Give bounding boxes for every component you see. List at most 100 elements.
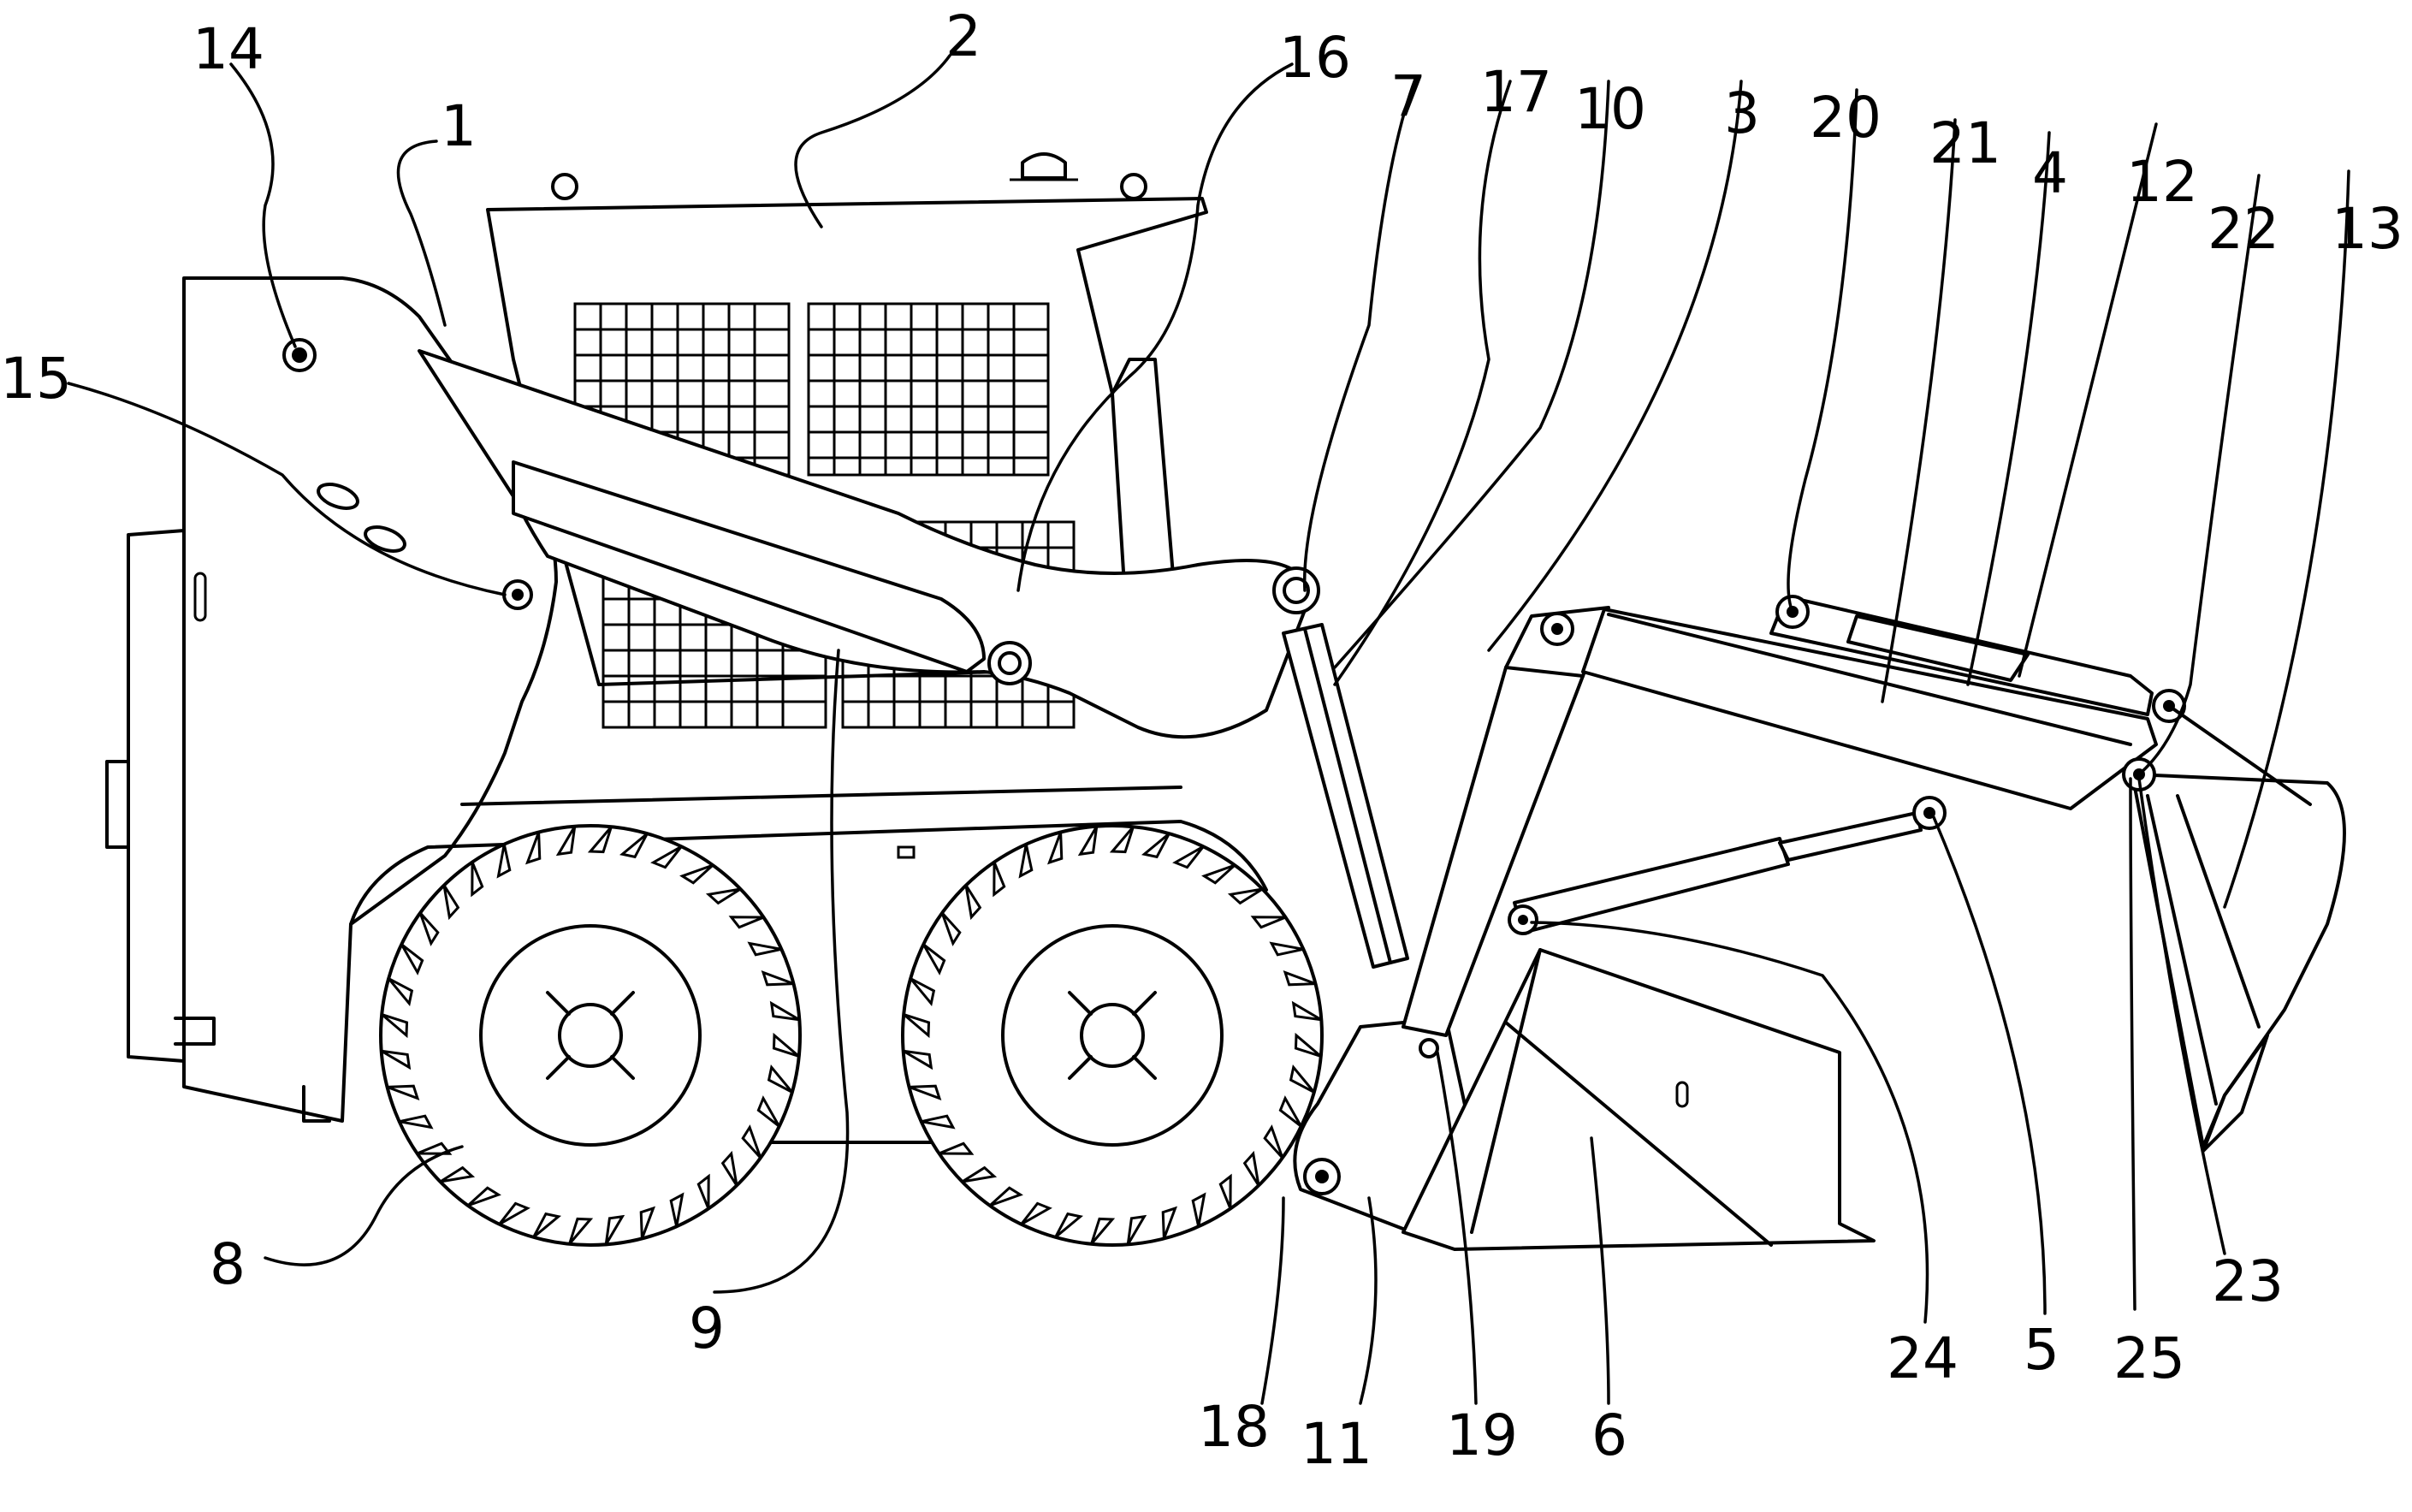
backhoe-boom bbox=[1402, 606, 1610, 1037]
tread-tooth bbox=[1161, 1206, 1178, 1239]
tread-tooth bbox=[639, 1206, 656, 1239]
label-17: 17 bbox=[1480, 59, 1552, 125]
tread-tooth bbox=[964, 884, 982, 921]
front-wheel-tread bbox=[902, 825, 1323, 1246]
tread-tooth bbox=[1278, 1095, 1303, 1128]
tread-tooth bbox=[728, 916, 765, 929]
reference-labels: 14 1 2 15 16 7 17 10 3 20 21 4 12 22 13 … bbox=[0, 3, 2403, 1477]
tread-tooth bbox=[1242, 1150, 1260, 1187]
tread-tooth bbox=[705, 887, 742, 905]
tread-tooth bbox=[772, 1032, 800, 1058]
tread-tooth bbox=[1283, 969, 1316, 987]
label-4: 4 bbox=[2032, 140, 2068, 206]
tread-tooth bbox=[767, 1064, 793, 1094]
tread-tooth bbox=[650, 845, 683, 869]
label-13: 13 bbox=[2332, 196, 2403, 262]
label-19: 19 bbox=[1446, 1402, 1518, 1468]
tread-tooth bbox=[909, 1084, 942, 1101]
tread-tooth bbox=[1172, 845, 1205, 869]
tread-tooth bbox=[1054, 1212, 1084, 1238]
tread-tooth bbox=[418, 911, 440, 946]
label-22: 22 bbox=[2208, 196, 2279, 262]
loader-body bbox=[105, 276, 1268, 1144]
tread-tooth bbox=[993, 861, 1006, 898]
tread-tooth bbox=[903, 1013, 931, 1039]
label-10: 10 bbox=[1574, 76, 1646, 142]
label-21: 21 bbox=[1929, 110, 2001, 176]
tread-tooth bbox=[1289, 1064, 1315, 1094]
dipper-arm bbox=[1581, 608, 2158, 810]
tread-tooth bbox=[921, 1114, 956, 1130]
tread-tooth bbox=[532, 1212, 562, 1238]
label-12: 12 bbox=[2126, 149, 2198, 215]
lift-arm bbox=[418, 349, 1320, 739]
rear-wheel bbox=[379, 824, 802, 1247]
tread-tooth bbox=[524, 832, 542, 865]
tread-tooth bbox=[1109, 826, 1135, 854]
tread-tooth bbox=[471, 861, 484, 898]
tread-tooth bbox=[555, 825, 577, 857]
label-3: 3 bbox=[1724, 80, 1760, 146]
tread-tooth bbox=[922, 943, 946, 975]
bucket-cylinder bbox=[1508, 796, 1947, 935]
tread-tooth bbox=[669, 1192, 684, 1227]
tread-tooth bbox=[769, 1000, 801, 1022]
tread-tooth bbox=[910, 977, 936, 1007]
tread-tooth bbox=[1141, 833, 1170, 859]
label-6: 6 bbox=[1591, 1402, 1627, 1468]
label-15: 15 bbox=[0, 346, 72, 412]
tread-tooth bbox=[938, 1141, 975, 1155]
loader-bucket bbox=[1402, 948, 1876, 1251]
tread-tooth bbox=[940, 911, 962, 946]
tread-tooth bbox=[1020, 1201, 1052, 1226]
tread-tooth bbox=[1126, 1214, 1147, 1246]
tread-tooth bbox=[442, 884, 460, 921]
tread-tooth bbox=[720, 1150, 738, 1187]
label-11: 11 bbox=[1301, 1411, 1372, 1477]
tread-tooth bbox=[400, 943, 424, 975]
tread-tooth bbox=[399, 1114, 434, 1130]
tread-tooth bbox=[902, 1049, 933, 1070]
tread-tooth bbox=[466, 1186, 501, 1207]
tread-tooth bbox=[381, 1013, 409, 1039]
tread-tooth bbox=[756, 1095, 781, 1128]
tread-tooth bbox=[696, 1173, 710, 1210]
tread-tooth bbox=[439, 1165, 476, 1183]
label-20: 20 bbox=[1810, 85, 1882, 151]
tread-tooth bbox=[1018, 844, 1034, 879]
label-8: 8 bbox=[210, 1231, 246, 1297]
tread-tooth bbox=[1269, 941, 1304, 957]
label-7: 7 bbox=[1390, 63, 1426, 129]
tread-tooth bbox=[1201, 863, 1236, 885]
tread-tooth bbox=[1046, 832, 1064, 865]
tread-tooth bbox=[679, 863, 714, 885]
tread-tooth bbox=[568, 1217, 594, 1245]
rear-wheel-tread bbox=[380, 825, 801, 1246]
tread-tooth bbox=[604, 1214, 625, 1246]
tread-tooth bbox=[619, 833, 649, 859]
tread-tooth bbox=[988, 1186, 1023, 1207]
tread-tooth bbox=[741, 1124, 762, 1159]
tread-tooth bbox=[761, 969, 794, 987]
cab-window-grid-upper-right bbox=[807, 302, 1050, 477]
leader-lines bbox=[67, 54, 2350, 1405]
label-25: 25 bbox=[2113, 1325, 2185, 1391]
label-18: 18 bbox=[1198, 1394, 1270, 1460]
tread-tooth bbox=[1090, 1217, 1116, 1245]
backhoe-bucket bbox=[2122, 704, 2346, 1153]
tread-tooth bbox=[961, 1165, 998, 1183]
tread-tooth bbox=[1191, 1192, 1206, 1227]
front-wheel bbox=[901, 824, 1324, 1247]
label-14: 14 bbox=[193, 16, 264, 82]
tread-tooth bbox=[747, 941, 782, 957]
label-24: 24 bbox=[1887, 1325, 1959, 1391]
tread-tooth bbox=[1227, 887, 1264, 905]
tread-tooth bbox=[496, 844, 512, 879]
label-23: 23 bbox=[2212, 1248, 2284, 1314]
tread-tooth bbox=[1291, 1000, 1323, 1022]
label-9: 9 bbox=[689, 1296, 725, 1361]
label-5: 5 bbox=[2024, 1317, 2059, 1383]
tread-tooth bbox=[1294, 1032, 1322, 1058]
